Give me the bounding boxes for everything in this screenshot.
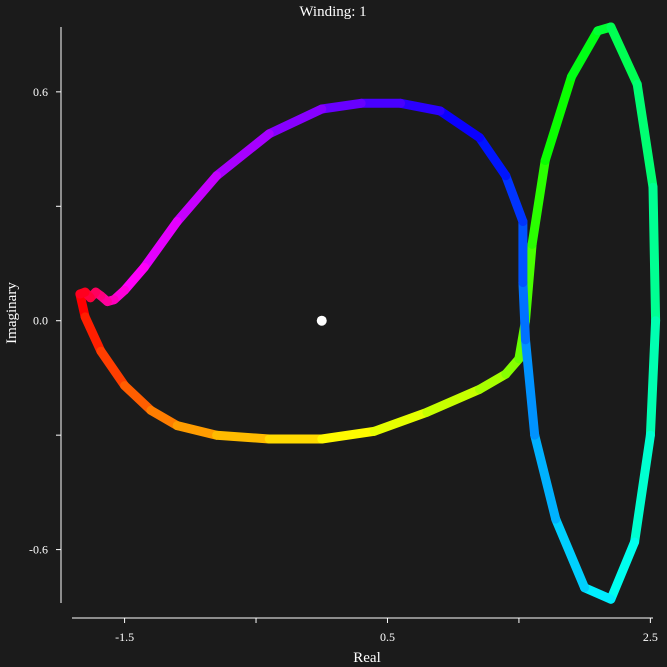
curve-segment [317,98,366,114]
curve-segment [139,217,182,272]
curve-segment [606,537,640,604]
curve-segment [645,316,661,440]
curve-segment [475,369,511,394]
chart-title: Winding: 1 [299,4,366,20]
curve-group [75,22,661,604]
curve-segment [422,384,484,417]
curve-segment [648,182,661,326]
curve-segment [172,171,222,226]
curve-segment [567,26,603,82]
curve-segment [501,171,528,226]
y-tick-label: -0.6 [29,543,48,557]
curve-segment [630,430,655,547]
curve-segment [518,278,530,345]
x-tick-label: -1.5 [115,630,134,644]
x-tick-label: 2.5 [643,630,658,644]
curve-segment [396,98,445,116]
curve-segment [75,287,90,299]
origin-marker [316,315,327,326]
curve-segment [172,421,222,440]
curve-segment [212,129,274,181]
curve-segment [146,405,182,431]
curve-segment [212,430,274,444]
curve-segment [530,430,561,524]
curve-segment [435,106,484,143]
x-tick-label: 0.5 [380,630,395,644]
curve-segment [521,335,540,440]
curve-segment [580,583,616,604]
curve-segment [96,346,130,391]
curve-segment [369,407,432,436]
curve-segment [606,22,642,89]
curve-segment [80,312,106,356]
curve-segment [632,79,658,192]
curve-segment [120,262,149,295]
curve-segment [120,381,156,415]
curve-segment [551,514,590,593]
x-axis-label: Real [353,650,381,666]
curve-segment [475,133,511,181]
curve-segment [317,426,379,444]
curve-segment [540,72,576,165]
curve-segment [264,104,327,139]
y-ticks: -0.6 0.0 0.6 [29,85,61,557]
y-tick-label: 0.0 [33,314,48,328]
y-tick-label: 0.6 [33,85,48,99]
curve-segment [527,156,550,249]
x-ticks: -1.5 0.5 2.5 [115,618,658,644]
y-axis-label: Imaginary [4,282,20,344]
